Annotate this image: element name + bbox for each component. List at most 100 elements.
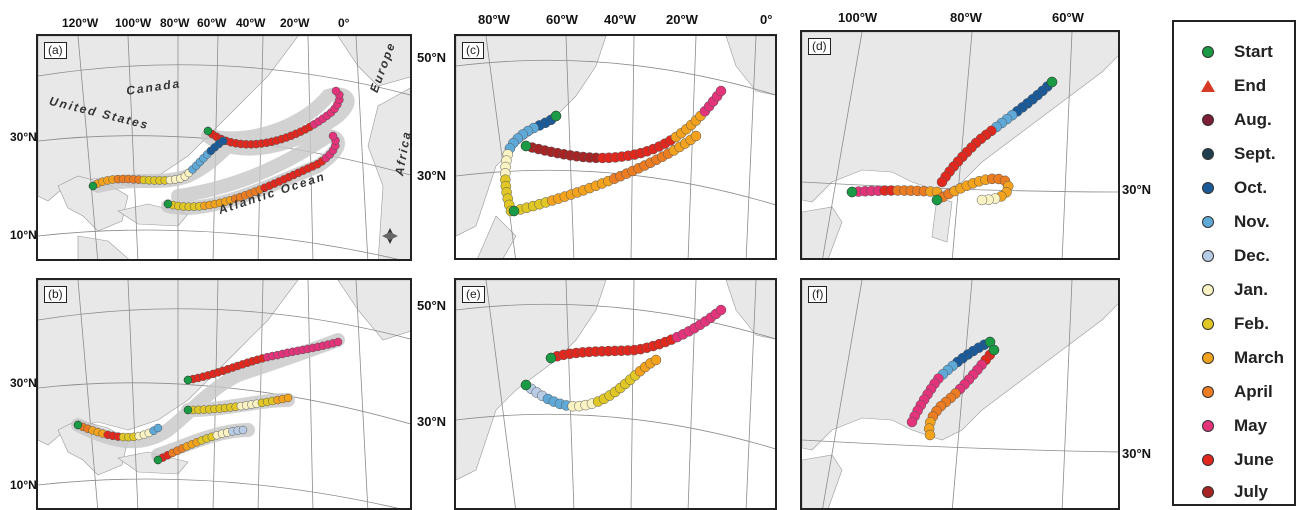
lon-label-20w: 20°W xyxy=(280,16,310,30)
legend-item-june: June xyxy=(1200,450,1274,470)
lat-label-30n: 30°N xyxy=(417,168,447,183)
legend-item-end: End xyxy=(1200,76,1266,96)
legend-label: April xyxy=(1234,382,1273,401)
track-point-may xyxy=(331,86,341,96)
map-e-graphic xyxy=(456,280,775,508)
lat-label-10n: 10°N xyxy=(10,478,37,492)
lon-label-20w: 20°W xyxy=(666,12,698,27)
dec-dot-icon xyxy=(1200,248,1216,264)
lon-label-60w: 60°W xyxy=(546,12,578,27)
map-panel-b: (b) xyxy=(36,278,412,510)
map-f-graphic xyxy=(802,280,1118,508)
lon-label-40w: 40°W xyxy=(236,16,266,30)
legend-label: Nov. xyxy=(1234,212,1270,231)
track-point-may xyxy=(715,85,727,97)
march-dot-icon xyxy=(1200,350,1216,366)
track-point-march xyxy=(650,354,662,366)
june-dot-icon xyxy=(1200,452,1216,468)
track-point-oct xyxy=(218,136,228,146)
map-panel-c: (c) xyxy=(454,34,777,260)
track-point-may xyxy=(906,416,918,428)
lon-label-80w: 80°W xyxy=(478,12,510,27)
legend-label: Start xyxy=(1234,42,1273,61)
start-marker xyxy=(183,375,193,385)
legend-item-feb: Feb. xyxy=(1200,314,1269,334)
start-dot-icon xyxy=(1200,44,1216,60)
jan-dot-icon xyxy=(1200,282,1216,298)
aug-dot-icon xyxy=(1200,112,1216,128)
lat-label-30n: 30°N xyxy=(1122,446,1152,461)
legend-label: Oct. xyxy=(1234,178,1268,197)
lon-label-100w: 100°W xyxy=(115,16,152,30)
map-a-graphic xyxy=(38,36,410,259)
map-panel-a: (a) Canada United States Atlantic Ocean … xyxy=(36,34,412,261)
map-panel-e: (e) xyxy=(454,278,777,510)
legend-label: March xyxy=(1234,348,1285,367)
start-marker xyxy=(550,110,562,122)
lon-label-60w: 60°W xyxy=(197,16,227,30)
track-point-may xyxy=(715,304,727,316)
lat-label-30n: 30°N xyxy=(1122,182,1152,197)
panel-label: (b) xyxy=(44,286,67,303)
track-point-may xyxy=(328,131,338,141)
panel-label: (c) xyxy=(462,42,484,59)
start-marker xyxy=(203,126,213,136)
feb-dot-icon xyxy=(1200,316,1216,332)
start-marker xyxy=(988,344,1000,356)
sept-dot-icon xyxy=(1200,146,1216,162)
legend-item-april: April xyxy=(1200,382,1273,402)
lon-label-100w: 100°W xyxy=(838,10,878,25)
lon-label-40w: 40°W xyxy=(604,12,636,27)
lon-label-60w: 60°W xyxy=(1052,10,1084,25)
map-d-graphic xyxy=(802,32,1118,258)
start-marker xyxy=(88,181,98,191)
legend-label: Sept. xyxy=(1234,144,1276,163)
start-marker xyxy=(1046,76,1058,88)
track-point-march xyxy=(924,429,936,441)
panel-label: (f) xyxy=(808,286,828,303)
lon-label-0: 0° xyxy=(338,16,350,30)
april-dot-icon xyxy=(1200,384,1216,400)
map-panel-d: (d) xyxy=(800,30,1120,260)
panel-label: (e) xyxy=(462,286,485,303)
legend-item-jan: Jan. xyxy=(1200,280,1268,300)
legend-label: May xyxy=(1234,416,1268,435)
nov-dot-icon xyxy=(1200,214,1216,230)
lon-label-0: 0° xyxy=(760,12,773,27)
lat-label-30n: 30°N xyxy=(10,376,37,390)
panel-label: (d) xyxy=(808,38,831,55)
legend-item-nov: Nov. xyxy=(1200,212,1270,232)
map-c-graphic xyxy=(456,36,775,258)
legend-item-march: March xyxy=(1200,348,1284,368)
legend-label: Feb. xyxy=(1234,314,1269,333)
legend-label: July xyxy=(1234,482,1269,501)
lat-label-30n: 30°N xyxy=(10,130,37,144)
may-dot-icon xyxy=(1200,418,1216,434)
start-marker xyxy=(545,352,557,364)
track-point-nov xyxy=(153,423,163,433)
legend-label: Aug. xyxy=(1234,110,1272,129)
lon-label-120w: 120°W xyxy=(62,16,99,30)
track-point-may xyxy=(333,337,343,347)
legend: Start End Aug. Sept. Oct. Nov. Dec. Jan.… xyxy=(1172,20,1296,506)
lat-label-10n: 10°N xyxy=(10,228,37,242)
lat-label-50n: 50°N xyxy=(417,50,447,65)
start-marker xyxy=(846,186,858,198)
legend-item-sept: Sept. xyxy=(1200,144,1276,164)
legend-item-start: Start xyxy=(1200,42,1273,62)
start-marker xyxy=(508,205,520,217)
legend-label: June xyxy=(1234,450,1274,469)
legend-label: Jan. xyxy=(1234,280,1269,299)
start-marker xyxy=(931,194,943,206)
start-marker xyxy=(73,420,83,430)
map-b-graphic xyxy=(38,280,410,508)
start-marker xyxy=(153,455,163,465)
lon-label-80w: 80°W xyxy=(160,16,190,30)
legend-item-aug: Aug. xyxy=(1200,110,1272,130)
start-marker xyxy=(520,379,532,391)
start-marker xyxy=(163,199,173,209)
lat-label-50n: 50°N xyxy=(417,298,447,313)
panel-label: (a) xyxy=(44,42,67,59)
track-point-jan xyxy=(976,194,988,206)
legend-item-may: May xyxy=(1200,416,1267,436)
